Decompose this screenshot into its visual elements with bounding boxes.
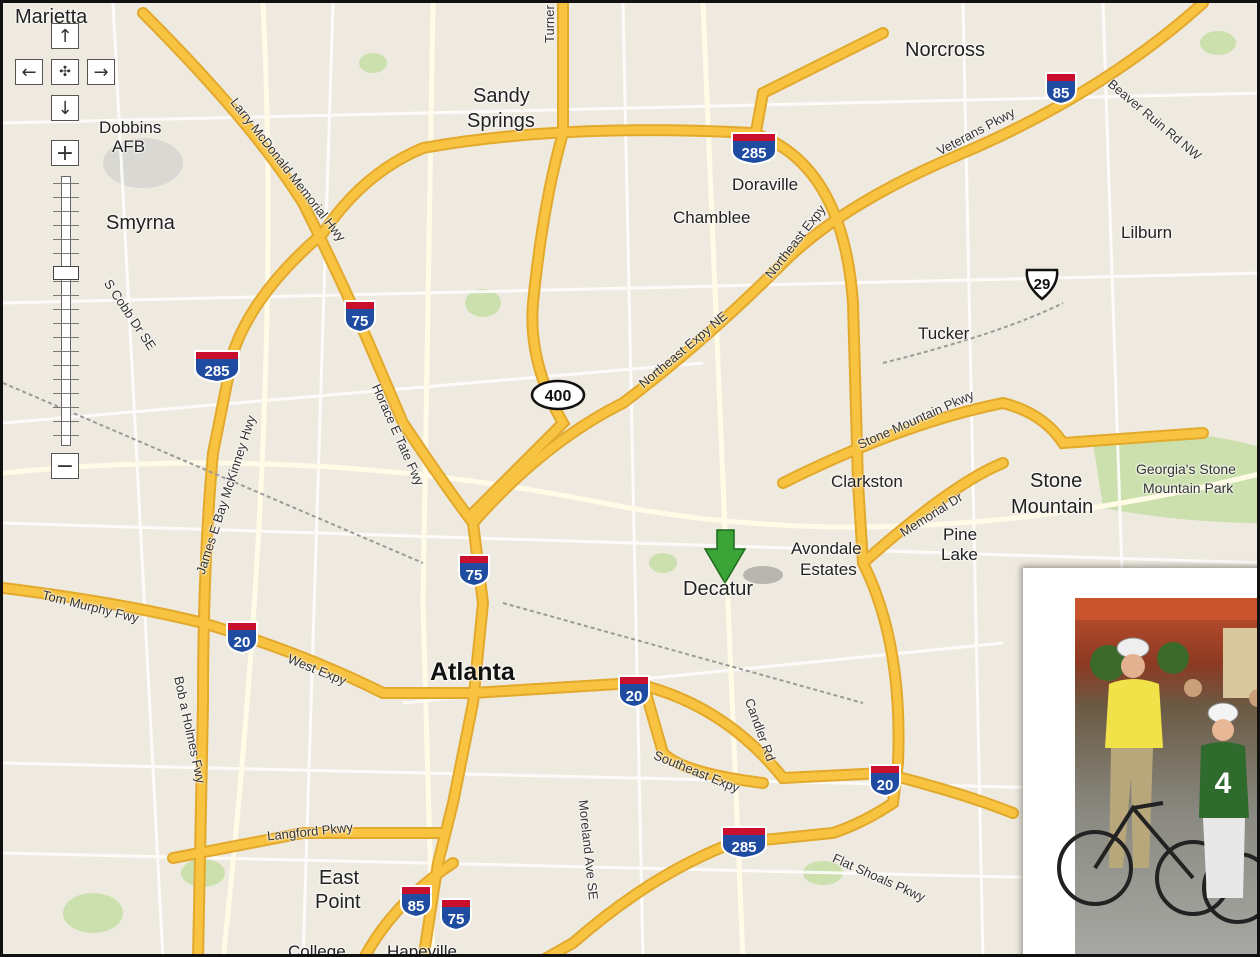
park-label: Mountain Park (1143, 480, 1234, 496)
zoom-tick (53, 365, 79, 366)
i75-shield-icon: 75 (344, 300, 376, 333)
city-label: Sandy (473, 85, 530, 107)
pan-center-button[interactable]: ✣ (51, 59, 79, 85)
svg-text:20: 20 (877, 777, 894, 794)
zoom-out-button[interactable]: − (51, 453, 79, 479)
i20-shield-icon: 20 (226, 621, 258, 654)
i85-shield-icon: 85 (1045, 72, 1077, 105)
city-label: Marietta (15, 6, 88, 28)
svg-text:85: 85 (1053, 85, 1070, 102)
city-label: Norcross (905, 39, 986, 61)
zoom-tick (53, 435, 79, 436)
i285-shield-icon: 285 (731, 132, 777, 165)
road-label: Turner McD (542, 0, 557, 43)
zoom-tick (53, 421, 79, 422)
zoom-tick (53, 239, 79, 240)
pan-left-button[interactable]: ← (15, 59, 43, 85)
zoom-slider-thumb[interactable] (53, 266, 79, 280)
zoom-tick (53, 393, 79, 394)
city-label: Smyrna (106, 212, 175, 234)
city-label: Springs (467, 110, 535, 132)
city-label: Doraville (732, 175, 799, 194)
zoom-in-button[interactable]: + (51, 140, 79, 166)
zoom-tick (53, 253, 79, 254)
zoom-tick (53, 295, 79, 296)
city-label: Stone (1030, 470, 1083, 492)
i285-shield-icon: 285 (721, 826, 767, 859)
city-label: Dobbins (99, 118, 162, 137)
city-label: Point (315, 891, 361, 913)
svg-text:85: 85 (408, 898, 425, 915)
svg-text:20: 20 (234, 634, 251, 651)
city-label: Clarkston (831, 472, 903, 491)
zoom-tick (53, 407, 79, 408)
svg-text:285: 285 (741, 145, 766, 162)
city-label: Chamblee (673, 208, 751, 227)
svg-text:75: 75 (448, 911, 465, 928)
svg-text:29: 29 (1034, 276, 1051, 293)
svg-text:75: 75 (352, 313, 369, 330)
city-label: Estates (800, 560, 857, 579)
i285-shield-icon: 285 (194, 350, 240, 383)
city-label: AFB (112, 137, 146, 156)
zoom-tick (53, 183, 79, 184)
city-label: Hapeville (387, 942, 457, 957)
pan-up-button[interactable]: ↑ (51, 23, 79, 49)
zoom-tick (53, 351, 79, 352)
city-label: Atlanta (430, 658, 515, 686)
zoom-tick (53, 337, 79, 338)
zoom-tick (53, 225, 79, 226)
zoom-tick (53, 309, 79, 310)
zoom-tick (53, 379, 79, 380)
zoom-tick (53, 197, 79, 198)
city-label: Tucker (918, 324, 970, 343)
city-label: Mountain (1011, 496, 1094, 518)
city-label: College (288, 942, 346, 957)
cyclists-photo: 4 (1023, 568, 1257, 954)
zoom-slider-track[interactable] (61, 176, 71, 446)
svg-text:20: 20 (626, 688, 643, 705)
i20-shield-icon: 20 (618, 675, 650, 708)
i75-shield-icon: 75 (440, 898, 472, 931)
city-label: East (319, 867, 360, 889)
city-label: Lilburn (1121, 223, 1173, 242)
svg-text:75: 75 (466, 567, 483, 584)
pan-right-button[interactable]: → (87, 59, 115, 85)
i20-shield-icon: 20 (869, 764, 901, 797)
zoom-tick (53, 281, 79, 282)
i85-shield-icon: 85 (400, 885, 432, 918)
city-label: Lake (941, 545, 978, 564)
city-label: Decatur (683, 578, 754, 600)
pan-down-button[interactable]: ↓ (51, 95, 79, 121)
zoom-tick (53, 211, 79, 212)
svg-text:285: 285 (731, 839, 756, 856)
us29-shield-icon: 29 (1025, 268, 1059, 301)
zoom-tick (53, 323, 79, 324)
city-label: Pine (943, 525, 978, 544)
green-arrow-marker-icon[interactable] (703, 529, 783, 585)
svg-text:285: 285 (204, 363, 229, 380)
svg-text:400: 400 (545, 388, 572, 405)
photo-image: 4 (1057, 598, 1257, 954)
park-label: Georgia's Stone (1136, 461, 1236, 477)
ga400-shield-icon: 400 (530, 379, 586, 411)
svg-text:4: 4 (1215, 767, 1232, 800)
city-label: Avondale (791, 539, 862, 558)
i75-shield-icon: 75 (458, 554, 490, 587)
